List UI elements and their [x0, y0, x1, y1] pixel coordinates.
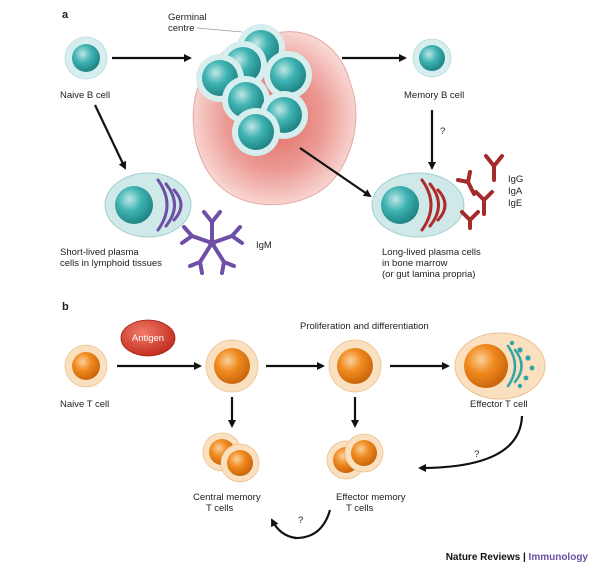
germinal-centre-label-line2: centre — [168, 23, 194, 34]
effector-memory-label-line2: T cells — [346, 503, 374, 514]
long-lived-plasma-label-line1: Long-lived plasma cells — [382, 247, 481, 258]
iga-label: IgA — [508, 186, 523, 197]
germinal-centre — [192, 24, 357, 206]
memory-b-cell-label: Memory B cell — [404, 90, 464, 101]
igg-iga-ige-antibodies-icon — [456, 154, 504, 230]
arrow-naive-to-short-lived — [94, 104, 127, 170]
effector-memory-t-cells — [326, 433, 384, 480]
proliferation-label: Proliferation and differentiation — [300, 321, 429, 332]
short-lived-plasma-label-line1: Short-lived plasma — [60, 247, 139, 258]
credit-journal: Nature Reviews — [446, 552, 521, 563]
panel-b-arrows — [117, 362, 524, 540]
germinal-centre-pointer — [196, 27, 243, 33]
central-memory-t-cells — [202, 432, 260, 483]
memory-question-mark: ? — [298, 515, 303, 526]
credit-separator: | — [520, 552, 528, 563]
long-lived-plasma-cell — [371, 172, 465, 238]
memory-b-cell-question-mark: ? — [440, 126, 445, 137]
arrow-effector-memory-to-central-memory — [271, 509, 332, 540]
germinal-centre-label-line1: Germinal — [168, 12, 207, 23]
naive-t-cell — [64, 344, 108, 388]
igm-label: IgM — [256, 240, 272, 251]
arrow-effector-to-effector-memory — [418, 415, 524, 472]
effector-t-cell-label: Effector T cell — [470, 399, 528, 410]
germinal-b-cell — [232, 108, 280, 156]
central-memory-label-line2: T cells — [206, 503, 234, 514]
panel-a-arrows — [94, 54, 436, 198]
effector-memory-label-line1: Effector memory — [336, 492, 406, 503]
memory-b-cell — [412, 38, 452, 78]
panel-a-label: a — [62, 9, 69, 21]
short-lived-plasma-cell — [104, 172, 192, 238]
long-lived-plasma-label-line3: (or gut lamina propria) — [382, 269, 475, 280]
activated-t-cell — [205, 339, 259, 393]
igm-pentamer-icon — [180, 210, 244, 275]
effector-question-mark: ? — [474, 449, 479, 460]
naive-b-cell — [64, 36, 108, 80]
antigen-blob — [120, 319, 176, 357]
naive-b-cell-label: Naive B cell — [60, 90, 110, 101]
central-memory-label-line1: Central memory — [193, 492, 261, 503]
arrow-germinal-to-long-lived — [299, 147, 372, 198]
naive-t-cell-label: Naive T cell — [60, 399, 109, 410]
germinal-b-cell — [264, 51, 312, 99]
journal-credit: Nature Reviews | Immunology — [446, 552, 589, 563]
igg-label: IgG — [508, 174, 523, 185]
long-lived-plasma-label-line2: in bone marrow — [382, 258, 448, 269]
effector-t-cell — [454, 332, 546, 400]
short-lived-plasma-label-line2: cells in lymphoid tissues — [60, 258, 162, 269]
ige-label: IgE — [508, 198, 522, 209]
antigen-label: Antigen — [132, 333, 164, 344]
panel-b-label: b — [62, 301, 69, 313]
proliferating-t-cell — [328, 339, 382, 393]
credit-subject: Immunology — [529, 552, 589, 563]
